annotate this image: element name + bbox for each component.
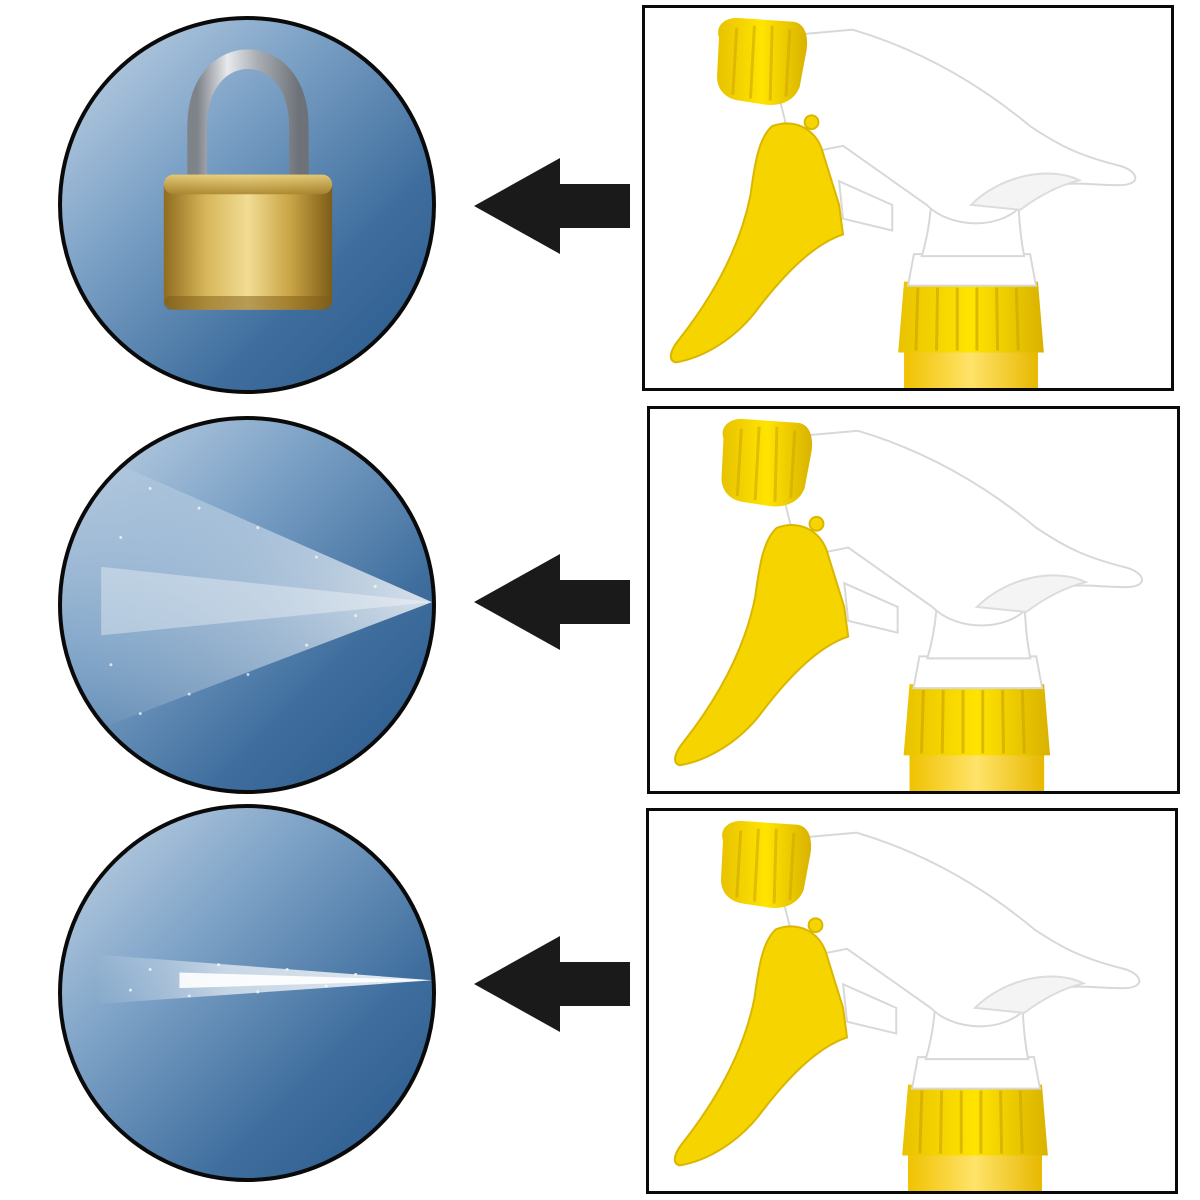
arrow-left-icon bbox=[474, 158, 630, 254]
padlock-icon bbox=[163, 49, 333, 310]
arrow-left-icon bbox=[474, 554, 630, 650]
nozzle-photo-stream bbox=[646, 808, 1178, 1194]
wide-spray-icon bbox=[62, 439, 432, 744]
stream-mode-circle bbox=[58, 804, 436, 1182]
mode-row-spray bbox=[0, 400, 1200, 800]
nozzle-photo-locked bbox=[642, 5, 1174, 391]
mode-row-stream bbox=[0, 800, 1200, 1200]
locked-mode-circle bbox=[58, 16, 436, 394]
jet-stream-icon bbox=[93, 954, 432, 1004]
spray-mode-circle bbox=[58, 416, 436, 794]
nozzle-photo-spray bbox=[647, 406, 1180, 794]
trigger-sprayer-image bbox=[669, 16, 1137, 388]
trigger-sprayer-image bbox=[673, 819, 1141, 1191]
trigger-sprayer-image bbox=[673, 417, 1144, 791]
mode-row-locked bbox=[0, 0, 1200, 400]
arrow-left-icon bbox=[474, 936, 630, 1032]
